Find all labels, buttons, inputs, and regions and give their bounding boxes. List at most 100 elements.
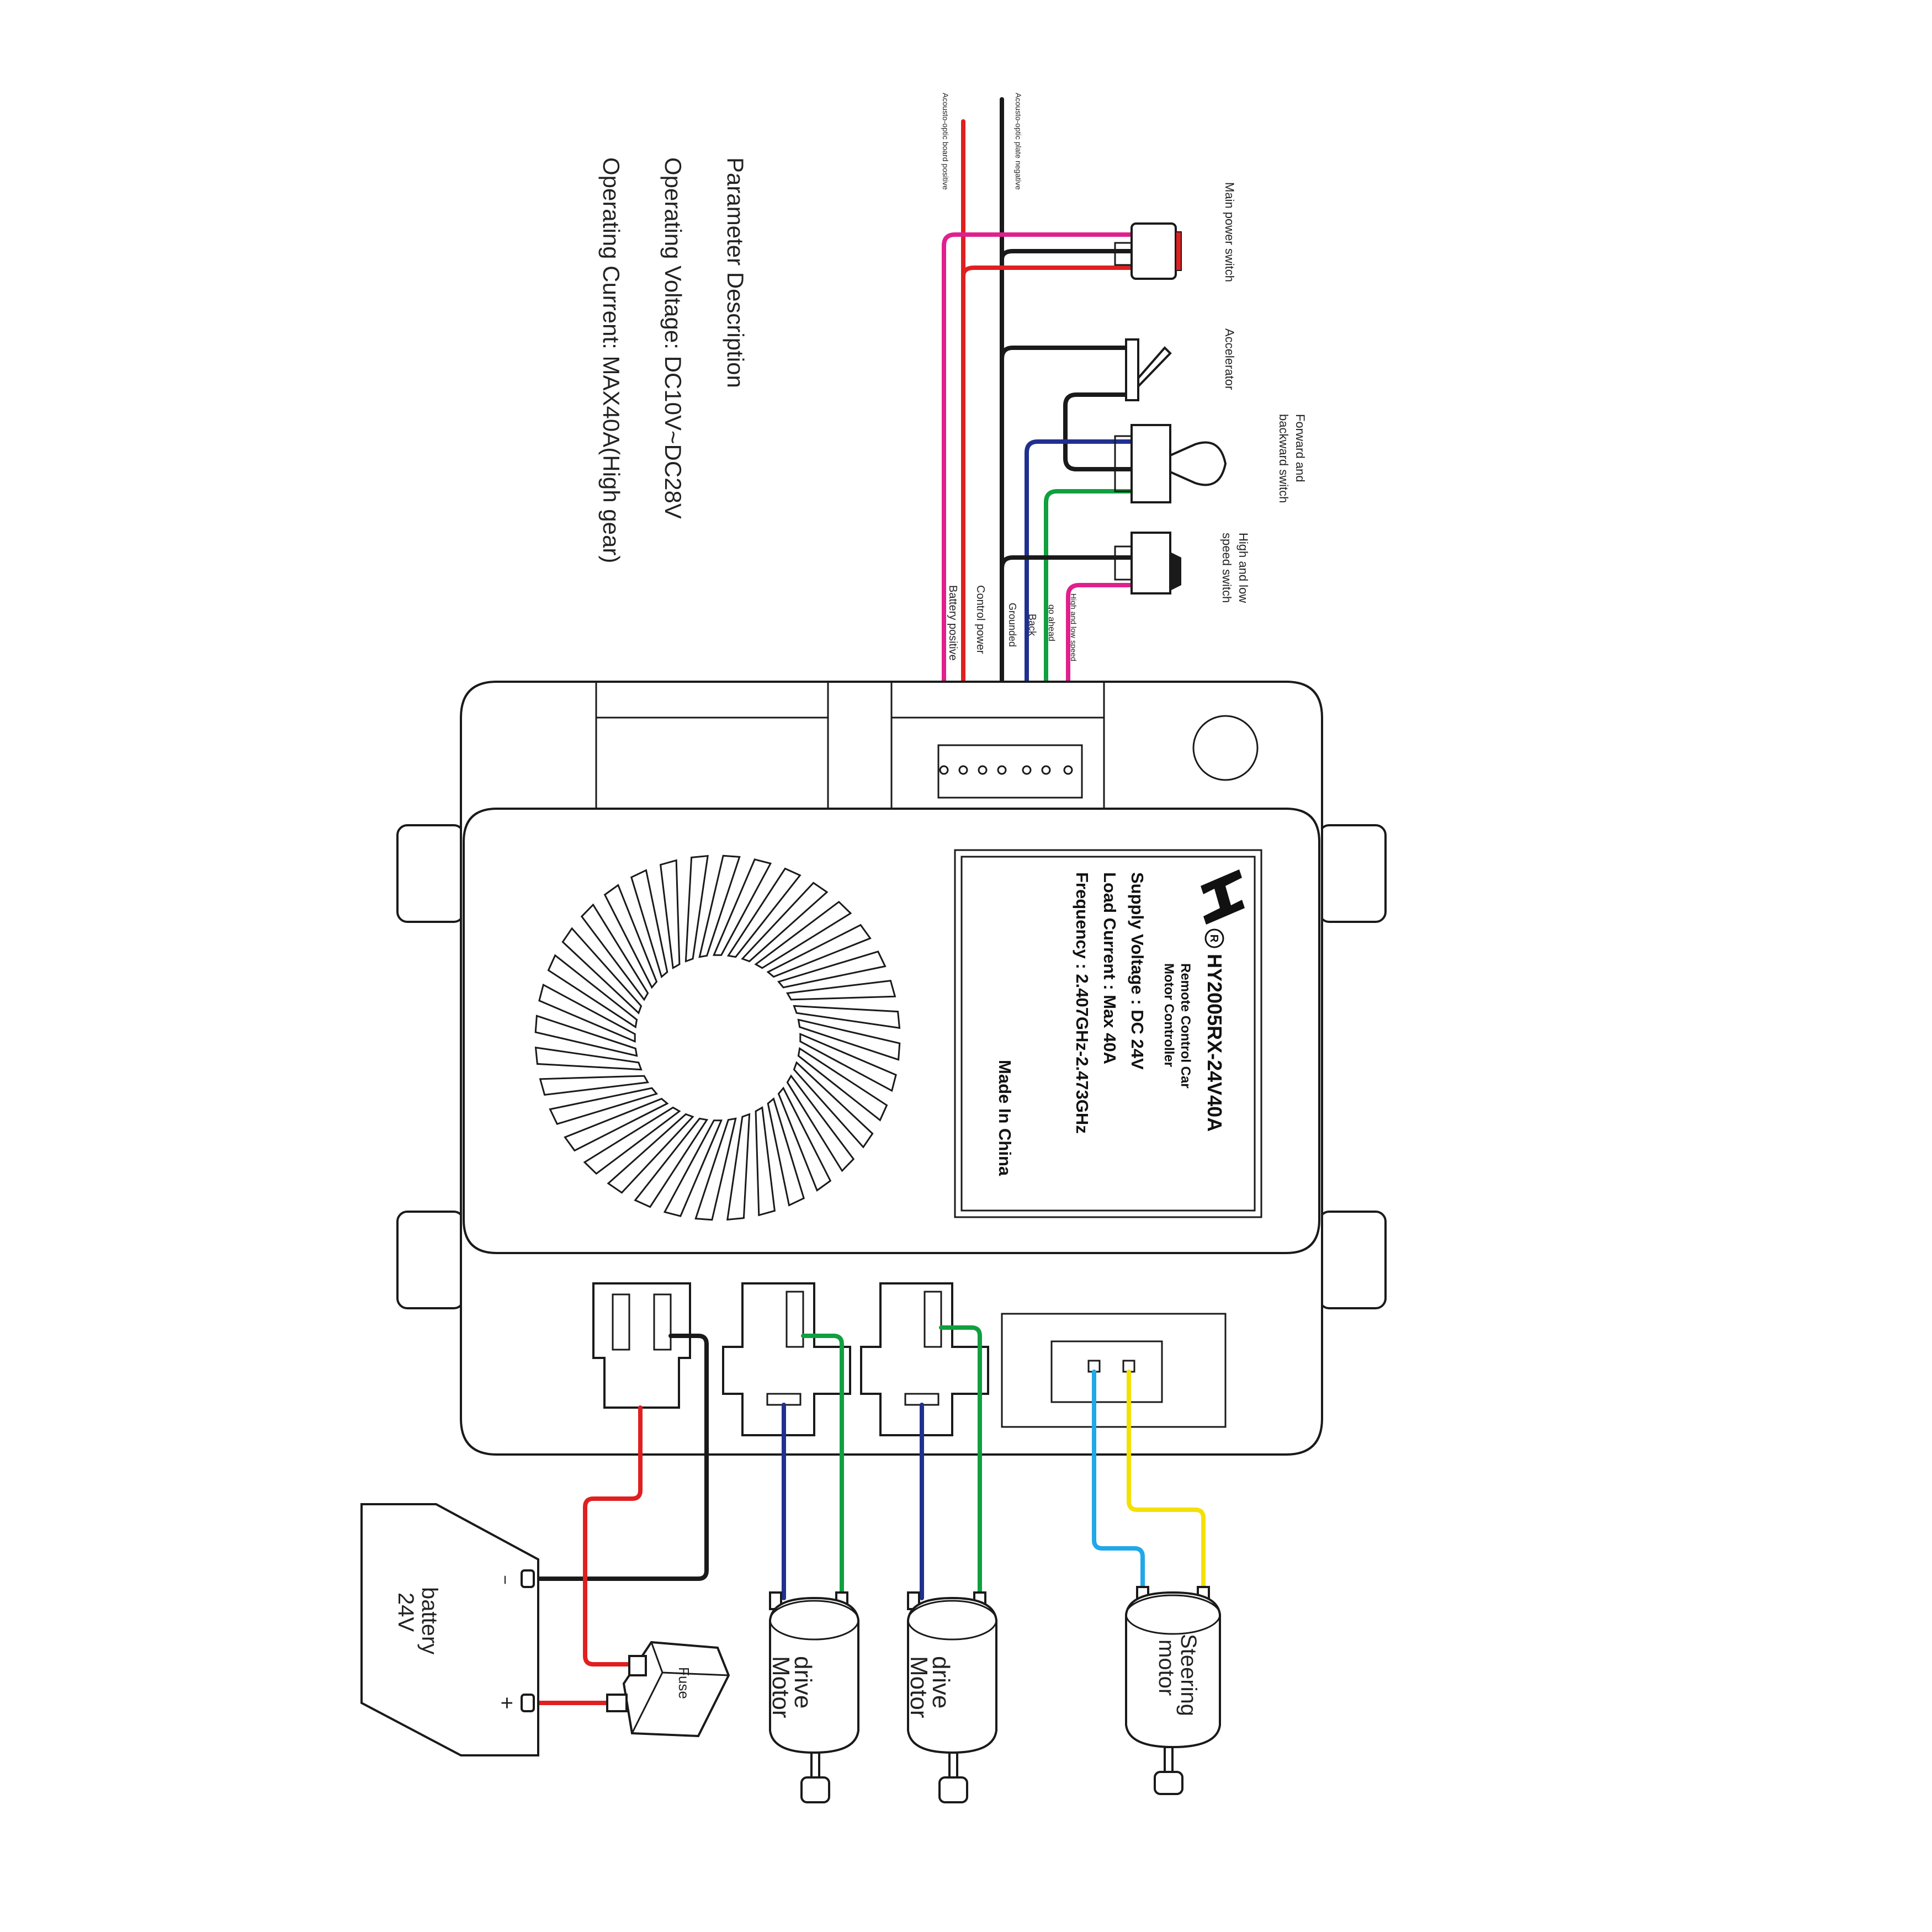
steering-cyan-wire [1092, 1370, 1145, 1592]
heatsink-fin [777, 950, 887, 989]
drive-motor-2-label-b: Motor [905, 1656, 932, 1718]
heatsink-fin [663, 1119, 723, 1217]
main-power-switch[interactable] [1114, 222, 1182, 280]
heatsink-fin [659, 859, 681, 970]
drive-motor-1: drive Motor [767, 1591, 859, 1803]
forward-backward-switch[interactable] [1114, 424, 1227, 503]
black-accelerator-wire [1000, 346, 1134, 361]
go-ahead-label: go ahead [1047, 604, 1056, 641]
desc-motor-controller: Motor Controller [1161, 963, 1176, 1067]
speed-switch-label-1: High and low [1236, 533, 1250, 603]
green-go-ahead-wire [1044, 489, 1134, 767]
fuse: Fuse [606, 1641, 730, 1738]
main-power-switch-label: Main power switch [1223, 182, 1236, 282]
heatsink-fin [777, 1086, 832, 1192]
output-connectors [592, 1282, 1227, 1436]
drive-motor-1-label-a: drive [789, 1656, 816, 1708]
drive-motor-2: drive Motor [905, 1591, 997, 1803]
heatsink-fin [534, 1015, 638, 1057]
grounded-label: Grounded [1007, 603, 1018, 647]
battery-negative-terminal [521, 1569, 535, 1588]
heatsink-fin [766, 923, 872, 978]
heatsink-fin [534, 1047, 643, 1071]
acousto-positive-label: Acousto-optic board positive [941, 93, 950, 190]
heatsink-fin [767, 1097, 805, 1207]
heatsink-fin [755, 1106, 776, 1217]
supply-voltage: Supply Voltage : DC 24V [1128, 872, 1147, 1070]
heatsink-fin [741, 882, 829, 963]
parameter-block: Parameter Description Operating Voltage:… [598, 157, 749, 563]
fuse-terminal-top [628, 1655, 647, 1676]
heatsink-fin [564, 1097, 669, 1152]
black-speed-switch-wire [1000, 555, 1134, 571]
battery: − + battery 24V [360, 1503, 539, 1756]
heatsink-fin [694, 1117, 737, 1221]
heatsink-fin [793, 1005, 901, 1029]
drive-motor-1-label-b: Motor [767, 1656, 794, 1718]
registered-mark-icon [1204, 928, 1224, 948]
heatsink-fin [793, 1061, 874, 1149]
accelerator-label: Accelerator [1223, 328, 1236, 390]
drive2-green-wire [939, 1325, 982, 1600]
operating-current: Operating Current: MAX40A(High gear) [598, 157, 624, 563]
black-main-switch-wire [1000, 249, 1134, 262]
heatsink-fin [538, 983, 636, 1043]
heatsink-fin [786, 1074, 855, 1172]
back-label: Back [1027, 614, 1038, 636]
heatsink-fin [698, 854, 741, 958]
input-connector[interactable] [937, 744, 1083, 799]
acousto-negative-label: Acousto-optic plate negative [1014, 93, 1023, 190]
black-accel-to-switch-wire [1063, 392, 1134, 471]
magenta-battery-positive-wire [942, 232, 1134, 767]
battery-plus: + [495, 1696, 519, 1709]
blue-back-wire [1025, 439, 1134, 767]
label-plate: R HY2005RX-24V40A Remote Control Car Mot… [954, 849, 1262, 1218]
registered-letter: R [1208, 935, 1220, 943]
steering-motor: Steering motor [1125, 1586, 1221, 1795]
heatsink-fin [547, 954, 638, 1029]
drive-motor-2-label-a: drive [927, 1656, 954, 1708]
fwd-back-label-2: backward switch [1277, 414, 1291, 503]
heatsink-fin [607, 1113, 694, 1194]
heatsink-fin [580, 903, 649, 1001]
fwd-back-label-1: Forward and [1293, 414, 1307, 482]
battery-label: battery [417, 1587, 442, 1654]
heatsink-fin [684, 854, 709, 963]
heatsink-fin [630, 869, 668, 979]
top-wiring [942, 97, 1134, 767]
battery-voltage-label: 24V [394, 1593, 418, 1632]
steering-motor-label-b: motor [1154, 1639, 1179, 1696]
heatsink-fin [754, 900, 852, 969]
heatsink-fin [634, 1117, 709, 1208]
drive-connector-2[interactable] [860, 1282, 989, 1436]
heatsink-fin [713, 858, 772, 956]
heatsink-fins [534, 854, 901, 1221]
heatsink-fin [603, 884, 658, 989]
battery-negative-wire [528, 1334, 709, 1581]
model-number: HY2005RX-24V40A [1203, 954, 1226, 1132]
high-low-speed-switch[interactable] [1114, 532, 1181, 595]
made-in-china: Made In China [995, 1060, 1015, 1176]
heatsink-fin [583, 1106, 681, 1175]
parameter-title: Parameter Description [723, 157, 749, 388]
bottom-wiring [528, 1325, 1206, 1705]
heatsink-fin [561, 927, 643, 1015]
brand-logo-icon [1201, 869, 1245, 925]
drive-connector-1[interactable] [722, 1282, 851, 1436]
steering-connector[interactable] [1001, 1313, 1227, 1428]
drive1-green-wire [801, 1334, 844, 1600]
red-control-power-wire [961, 266, 1134, 278]
steering-motor-label-a: Steering [1176, 1634, 1201, 1716]
load-current: Load Current : Max 40A [1100, 872, 1119, 1064]
heatsink-fin [797, 1047, 888, 1122]
fuse-label: Fuse [676, 1667, 692, 1699]
battery-positive-wire [583, 1405, 643, 1666]
battery-connector[interactable] [592, 1282, 691, 1409]
heatsink-fin [549, 1087, 659, 1126]
heatsink-fin [726, 867, 802, 958]
speed-switch-label-2: speed switch [1220, 533, 1234, 603]
battery-minus: − [496, 1575, 514, 1585]
accelerator-pedal[interactable] [1125, 338, 1172, 401]
